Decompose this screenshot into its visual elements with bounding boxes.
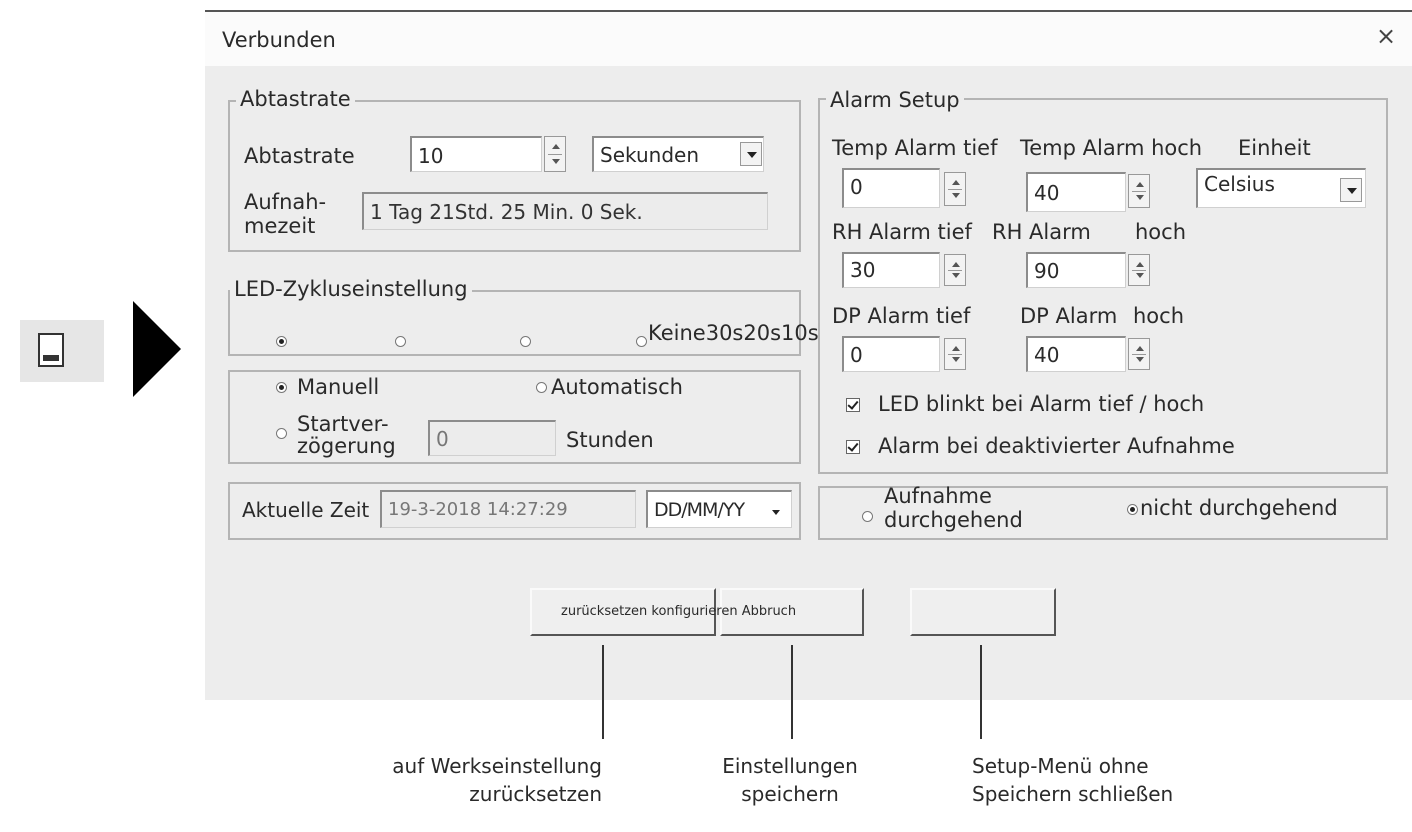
dp-high-label: DP Alarm	[1020, 304, 1118, 328]
durchgehend-radio[interactable]	[862, 511, 873, 522]
cancel-caption: Setup-Menü ohne Speichern schließen	[972, 752, 1212, 808]
window-icon	[38, 333, 64, 367]
automatisch-radio[interactable]	[536, 382, 547, 393]
dp-high-label-2: hoch	[1133, 304, 1185, 328]
cancel-button[interactable]	[910, 588, 1056, 636]
alarm-inactive-checkbox[interactable]	[846, 440, 860, 454]
led-legend: LED-Zykluseinstellung	[230, 279, 472, 300]
reset-button[interactable]	[530, 588, 716, 636]
unit-select[interactable]: Celsius	[1196, 168, 1366, 208]
record-group	[818, 486, 1388, 540]
reset-caption: auf Werkseinstellung zurücksetzen	[362, 752, 602, 808]
chevron-down-icon[interactable]	[740, 142, 762, 166]
nicht-durchgehend-label: nicht durchgehend	[1140, 496, 1338, 520]
time-input[interactable]: 19-3-2018 14:27:29	[380, 490, 636, 528]
rh-high-label-2: hoch	[1135, 220, 1187, 244]
led-radio-1[interactable]	[276, 336, 287, 347]
abtastrate-legend: Abtastrate	[236, 89, 355, 110]
temp-high-input[interactable]: 40	[1026, 172, 1126, 212]
right-arrow-icon	[133, 301, 181, 397]
abtastrate-spinner[interactable]	[544, 136, 566, 172]
temp-high-spinner[interactable]	[1128, 174, 1150, 208]
manuell-radio[interactable]	[276, 382, 287, 393]
start-group	[228, 370, 801, 464]
led-radio-4[interactable]	[636, 336, 647, 347]
rh-high-input[interactable]: 90	[1026, 252, 1126, 288]
startverzoegerung-label-1: Startver-	[297, 412, 389, 436]
dp-low-spinner[interactable]	[944, 338, 966, 370]
chevron-down-icon[interactable]	[772, 510, 780, 515]
temp-high-label: Temp Alarm hoch	[1020, 136, 1203, 160]
cancel-caption-line-1: Setup-Menü ohne	[972, 754, 1149, 778]
reset-caption-line-2: zurücksetzen	[469, 782, 602, 806]
led-blink-checkbox[interactable]	[846, 398, 860, 412]
led-blink-label: LED blinkt bei Alarm tief / hoch	[878, 392, 1205, 416]
manuell-label: Manuell	[297, 375, 380, 399]
callout-line-cancel	[980, 645, 982, 739]
date-format-select[interactable]: DD/MM/YY	[646, 490, 792, 528]
chevron-down-icon[interactable]	[1340, 178, 1362, 202]
abtastrate-group	[228, 100, 801, 252]
rh-low-input[interactable]: 30	[842, 252, 940, 288]
save-caption-line-2: speichern	[741, 782, 839, 806]
reset-caption-line-1: auf Werkseinstellung	[392, 754, 602, 778]
dp-high-spinner[interactable]	[1128, 338, 1150, 370]
unit-label: Einheit	[1238, 136, 1311, 160]
abtastrate-input[interactable]: 10	[410, 136, 542, 172]
aufnahmezeit-label-1: Aufnah-	[244, 190, 327, 214]
durchgehend-label-1: Aufnahme	[884, 484, 992, 508]
alarm-legend: Alarm Setup	[826, 90, 964, 111]
temp-low-input[interactable]: 0	[842, 168, 940, 208]
abtastrate-unit-select[interactable]: Sekunden	[592, 136, 764, 172]
time-label: Aktuelle Zeit	[242, 498, 370, 522]
durchgehend-label-2: durchgehend	[884, 508, 1023, 532]
led-options-label: Keine30s20s10s	[648, 321, 819, 345]
rh-low-spinner[interactable]	[944, 254, 966, 286]
led-group	[228, 290, 801, 356]
led-radio-3[interactable]	[520, 336, 531, 347]
alarm-inactive-label: Alarm bei deaktivierter Aufnahme	[878, 434, 1235, 458]
time-group	[228, 482, 801, 540]
nicht-durchgehend-radio[interactable]	[1127, 504, 1138, 515]
startverzoegerung-label-2: zögerung	[297, 434, 396, 458]
save-caption: Einstellungen speichern	[690, 752, 890, 808]
rh-low-label: RH Alarm tief	[832, 220, 972, 244]
callout-line-reset	[602, 645, 604, 739]
close-icon[interactable]: ×	[1376, 22, 1397, 50]
aufnahmezeit-label-2: mezeit	[244, 214, 316, 238]
buttons-label: zurücksetzen konfigurieren Abbruch	[561, 604, 797, 619]
startverzoegerung-radio[interactable]	[276, 428, 287, 439]
callout-line-save	[791, 645, 793, 739]
delay-input[interactable]: 0	[428, 420, 556, 456]
window-title: Verbunden	[222, 28, 336, 52]
abtastrate-label: Abtastrate	[244, 144, 355, 168]
alarm-group	[818, 98, 1388, 474]
temp-low-label: Temp Alarm tief	[832, 136, 998, 160]
title-bar	[205, 10, 1412, 66]
save-button[interactable]	[720, 588, 864, 636]
aufnahmezeit-value: 1 Tag 21Std. 25 Min. 0 Sek.	[362, 192, 768, 230]
rh-high-spinner[interactable]	[1128, 254, 1150, 286]
temp-low-spinner[interactable]	[944, 172, 966, 206]
cancel-caption-line-2: Speichern schließen	[972, 782, 1174, 806]
dp-low-input[interactable]: 0	[842, 336, 940, 372]
led-radio-2[interactable]	[395, 336, 406, 347]
dp-low-label: DP Alarm tief	[832, 304, 971, 328]
dp-high-input[interactable]: 40	[1026, 336, 1126, 372]
save-caption-line-1: Einstellungen	[722, 754, 858, 778]
delay-unit-label: Stunden	[566, 428, 654, 452]
automatisch-label: Automatisch	[551, 375, 683, 399]
rh-high-label: RH Alarm	[992, 220, 1091, 244]
